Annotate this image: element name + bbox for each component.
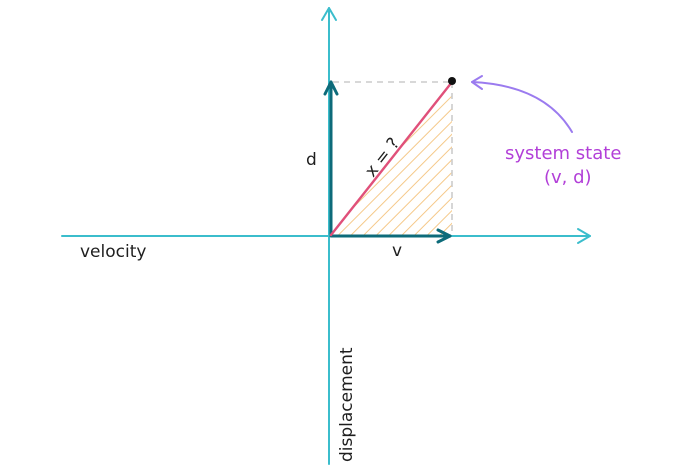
d-vector-label: d — [306, 150, 317, 170]
velocity-axis — [61, 228, 591, 244]
annotation-curved-arrow — [471, 75, 573, 133]
system-state-point — [448, 77, 456, 85]
system-state-coordinates-label: (v, d) — [544, 167, 592, 188]
v-vector-arrow — [329, 228, 452, 244]
displacement-axis-label: displacement — [337, 347, 357, 462]
d-vector-arrow — [323, 80, 339, 236]
system-state-label: system state — [505, 143, 621, 164]
hypotenuse-x-line — [329, 80, 454, 237]
velocity-axis-label: velocity — [80, 242, 146, 262]
v-vector-label: v — [392, 241, 402, 261]
